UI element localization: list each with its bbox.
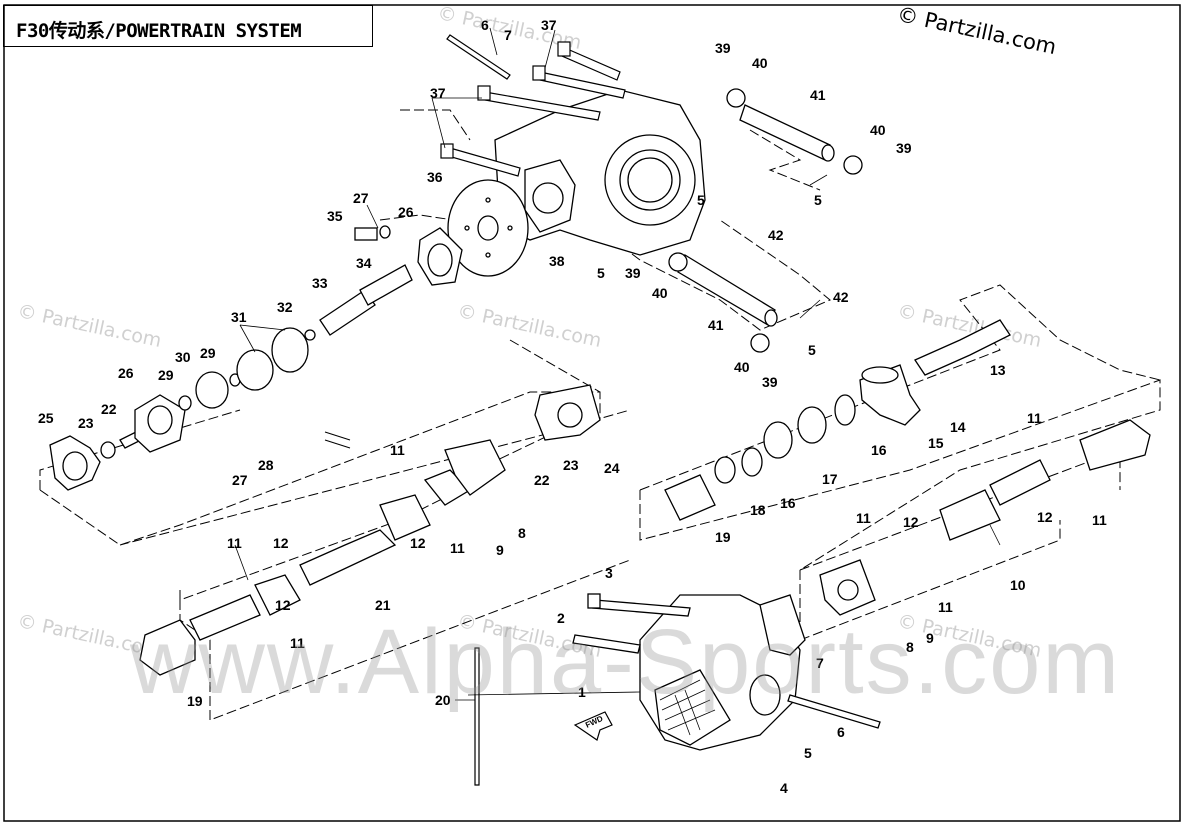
callout-label: 23	[78, 415, 94, 431]
callout-label: 13	[990, 362, 1006, 378]
callout-label: 37	[430, 85, 446, 101]
callout-label: 30	[175, 349, 191, 365]
callout-label: 19	[715, 529, 731, 545]
callout-label: 15	[928, 435, 944, 451]
front-driveshaft-components	[664, 319, 1151, 616]
callout-label: 37	[541, 17, 557, 33]
left-axle-components	[49, 225, 413, 491]
callout-label: 5	[808, 342, 816, 358]
callout-label: 34	[356, 255, 372, 271]
callout-label: 22	[534, 472, 550, 488]
callout-label: 7	[504, 27, 512, 43]
shaft	[446, 34, 511, 80]
callout-label: 12	[903, 514, 919, 530]
callout-label: 3	[605, 565, 613, 581]
callout-label: 10	[1010, 577, 1026, 593]
callout-label: 39	[762, 374, 778, 390]
forward-arrow: FWD	[573, 711, 613, 741]
callout-label: 11	[290, 635, 305, 651]
brake-disc	[447, 179, 529, 277]
callout-label: 8	[518, 525, 526, 541]
callout-label: 42	[833, 289, 849, 305]
callout-label: 24	[604, 460, 620, 476]
callout-label: 42	[768, 227, 784, 243]
callout-label: 39	[625, 265, 641, 281]
callout-label: 40	[870, 122, 886, 138]
callout-label: 27	[232, 472, 248, 488]
callout-label: 38	[549, 253, 565, 269]
bolts	[440, 41, 626, 177]
callout-label: 20	[435, 692, 451, 708]
output-flange	[417, 227, 463, 286]
callout-label: 12	[275, 597, 291, 613]
outer-border	[3, 4, 1181, 822]
callout-label: 11	[390, 442, 405, 458]
callout-label: 39	[896, 140, 912, 156]
callout-label: 11	[450, 540, 465, 556]
front-differential	[572, 593, 881, 751]
callout-label: 16	[780, 495, 796, 511]
callout-label: 16	[871, 442, 887, 458]
callout-label: 6	[837, 724, 845, 740]
diagram-title: F30传动系/POWERTRAIN SYSTEM	[16, 20, 302, 42]
callout-label: 9	[926, 630, 934, 646]
callout-label: 40	[752, 55, 768, 71]
callout-labels: 1 2 3 4 5 5 5 5 5 6 6 7 7 8 8 9 9 10 11 …	[38, 17, 1107, 796]
callout-label: 11	[856, 510, 871, 526]
callout-label: 41	[708, 317, 724, 333]
leader-lines	[234, 27, 1001, 701]
callout-label: 18	[750, 502, 766, 518]
callout-label: 28	[258, 457, 274, 473]
callout-label: 40	[734, 359, 750, 375]
callout-label: 11	[227, 535, 242, 551]
title-box: F30传动系/POWERTRAIN SYSTEM	[3, 5, 373, 47]
breather-tube	[474, 647, 480, 786]
callout-label: 11	[1092, 512, 1107, 528]
callout-label: 32	[277, 299, 293, 315]
callout-label: 1	[578, 684, 586, 700]
callout-label: 29	[158, 367, 174, 383]
callout-label: 14	[950, 419, 966, 435]
callout-label: 11	[938, 599, 953, 615]
callout-label: 12	[273, 535, 289, 551]
callout-label: 12	[410, 535, 426, 551]
callout-label: 26	[118, 365, 134, 381]
callout-label: 31	[231, 309, 247, 325]
callout-label: 21	[375, 597, 391, 613]
callout-label: 22	[101, 401, 117, 417]
callout-label: 7	[816, 655, 824, 671]
callout-label: 5	[697, 192, 705, 208]
watermark-large: www.Alpha-Sports.com	[130, 611, 1121, 713]
callout-label: 12	[1037, 509, 1053, 525]
rear-propshaft	[139, 384, 601, 676]
callout-label: 19	[187, 693, 203, 709]
callout-label: 5	[597, 265, 605, 281]
callout-label: 40	[652, 285, 668, 301]
break-mark	[324, 431, 351, 449]
callout-label: 35	[327, 208, 343, 224]
callout-label: 39	[715, 40, 731, 56]
mounting-tube	[668, 88, 863, 353]
rear-differential-housing	[494, 89, 706, 256]
callout-label: 5	[804, 745, 812, 761]
callout-label: 2	[557, 610, 565, 626]
callout-label: 26	[398, 204, 414, 220]
callout-label: 17	[822, 471, 838, 487]
callout-label: 23	[563, 457, 579, 473]
callout-label: 4	[780, 780, 788, 796]
callout-label: 6	[481, 17, 489, 33]
callout-label: 25	[38, 410, 54, 426]
callout-label: 11	[1027, 410, 1042, 426]
callout-label: 5	[814, 192, 822, 208]
callout-label: 9	[496, 542, 504, 558]
callout-label: 27	[353, 190, 369, 206]
callout-label: 33	[312, 275, 328, 291]
callout-label: 41	[810, 87, 826, 103]
callout-label: 29	[200, 345, 216, 361]
callout-label: 36	[427, 169, 443, 185]
callout-label: 8	[906, 639, 914, 655]
